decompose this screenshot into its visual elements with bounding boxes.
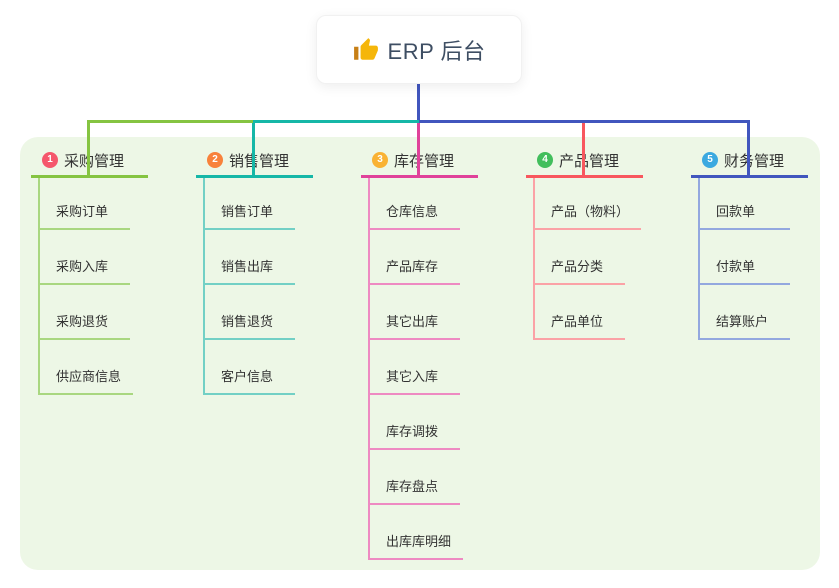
- child-node-label: 销售订单: [221, 204, 274, 219]
- child-node[interactable]: 其它入库: [370, 340, 460, 395]
- child-node-label: 客户信息: [221, 369, 274, 384]
- child-node-label: 回款单: [716, 204, 756, 219]
- child-node[interactable]: 产品（物料）: [535, 178, 642, 230]
- child-node[interactable]: 销售退货: [205, 285, 295, 340]
- child-node-label: 仓库信息: [386, 204, 439, 219]
- branch-number-badge: 5: [702, 152, 718, 168]
- child-node[interactable]: 仓库信息: [370, 178, 460, 230]
- child-node[interactable]: 供应商信息: [40, 340, 134, 395]
- child-node-label: 库存盘点: [386, 479, 439, 494]
- child-node[interactable]: 采购订单: [40, 178, 130, 230]
- mindmap-panel: 1 采购管理采购订单采购入库采购退货供应商信息 2 销售管理销售订单销售出库销售退货客…: [20, 137, 820, 570]
- child-node-label: 结算账户: [716, 314, 769, 329]
- branch-2-children: 销售订单销售出库销售退货客户信息: [203, 178, 313, 395]
- child-node[interactable]: 客户信息: [205, 340, 295, 395]
- child-node[interactable]: 库存调拨: [370, 395, 460, 450]
- child-node-label: 销售出库: [221, 259, 274, 274]
- thumbs-up-icon: [353, 37, 379, 63]
- child-node[interactable]: 采购退货: [40, 285, 130, 340]
- branch-3-children: 仓库信息产品库存其它出库其它入库库存调拨库存盘点出库库明细: [368, 178, 478, 560]
- branch-title: 产品管理: [559, 152, 620, 170]
- child-node-label: 付款单: [716, 259, 756, 274]
- child-node-label: 采购订单: [56, 204, 109, 219]
- connector-drop-branch-3: [417, 120, 420, 178]
- child-node-label: 产品单位: [551, 314, 604, 329]
- child-node[interactable]: 销售订单: [205, 178, 295, 230]
- child-node-label: 出库库明细: [386, 534, 452, 549]
- connector-drop-branch-4: [582, 120, 585, 178]
- child-node-label: 供应商信息: [56, 369, 122, 384]
- child-node-label: 销售退货: [221, 314, 274, 329]
- child-node-label: 产品分类: [551, 259, 604, 274]
- child-node-label: 其它入库: [386, 369, 439, 384]
- child-node[interactable]: 采购入库: [40, 230, 130, 285]
- connector-drop-branch-2: [252, 120, 255, 178]
- child-node-label: 库存调拨: [386, 424, 439, 439]
- branch-number-badge: 3: [372, 152, 388, 168]
- branch-header-5[interactable]: 5 财务管理: [691, 145, 808, 178]
- child-node-label: 产品（物料）: [551, 204, 630, 219]
- branch-3: 3 库存管理仓库信息产品库存其它出库其它入库库存调拨库存盘点出库库明细: [361, 145, 478, 560]
- connector-root-drop: [417, 84, 420, 121]
- root-node[interactable]: ERP 后台: [316, 15, 522, 84]
- branch-5-children: 回款单付款单结算账户: [698, 178, 808, 340]
- child-node[interactable]: 产品单位: [535, 285, 625, 340]
- branch-5: 5 财务管理回款单付款单结算账户: [691, 145, 808, 340]
- branch-number-badge: 4: [537, 152, 553, 168]
- branch-1: 1 采购管理采购订单采购入库采购退货供应商信息: [31, 145, 148, 395]
- branch-title: 财务管理: [724, 152, 785, 170]
- connector-drop-branch-5: [747, 120, 750, 178]
- child-node-label: 采购退货: [56, 314, 109, 329]
- child-node[interactable]: 付款单: [700, 230, 790, 285]
- child-node[interactable]: 产品分类: [535, 230, 625, 285]
- child-node-label: 其它出库: [386, 314, 439, 329]
- branch-2: 2 销售管理销售订单销售出库销售退货客户信息: [196, 145, 313, 395]
- child-node[interactable]: 回款单: [700, 178, 790, 230]
- child-node[interactable]: 结算账户: [700, 285, 790, 340]
- connector-rail-right: [419, 120, 750, 123]
- branch-4: 4 产品管理产品（物料） 产品分类产品单位: [526, 145, 643, 340]
- child-node[interactable]: 库存盘点: [370, 450, 460, 505]
- child-node[interactable]: 销售出库: [205, 230, 295, 285]
- branch-title: 采购管理: [64, 152, 125, 170]
- root-title: ERP 后台: [387, 38, 486, 64]
- connector-rail-mid: [253, 120, 420, 123]
- branch-title: 库存管理: [394, 152, 455, 170]
- connector-drop-branch-1: [87, 120, 90, 178]
- child-node-label: 采购入库: [56, 259, 109, 274]
- child-node[interactable]: 其它出库: [370, 285, 460, 340]
- child-node[interactable]: 出库库明细: [370, 505, 464, 560]
- branch-number-badge: 1: [42, 152, 58, 168]
- branch-4-children: 产品（物料） 产品分类产品单位: [533, 178, 643, 340]
- child-node-label: 产品库存: [386, 259, 439, 274]
- branch-number-badge: 2: [207, 152, 223, 168]
- branch-title: 销售管理: [229, 152, 290, 170]
- branch-1-children: 采购订单采购入库采购退货供应商信息: [38, 178, 148, 395]
- connector-rail-left: [87, 120, 253, 123]
- child-node[interactable]: 产品库存: [370, 230, 460, 285]
